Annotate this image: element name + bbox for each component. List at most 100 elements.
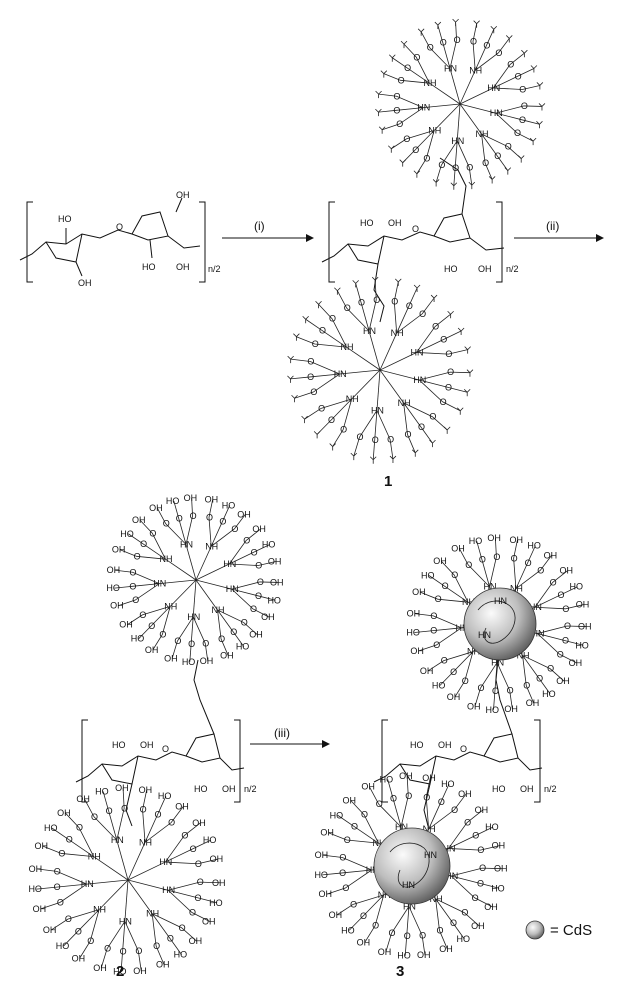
atom-oh: OH <box>478 264 492 274</box>
ester-o: O <box>438 160 445 170</box>
carbonyl-o: O <box>537 565 544 575</box>
amide-nh: NH <box>164 601 177 611</box>
atom-ho: HO <box>194 784 208 794</box>
carbonyl-o: O <box>106 806 113 816</box>
acid-oh: OH <box>29 864 43 874</box>
amide-nh: NH <box>424 78 437 88</box>
atom-o: O <box>162 744 169 754</box>
acid-oh: HO <box>441 779 455 789</box>
ester-o: O <box>419 309 426 319</box>
amide-nh: NH <box>428 125 441 135</box>
acid-oh: OH <box>270 577 284 587</box>
ester-o: O <box>387 434 394 444</box>
acid-oh: OH <box>569 658 583 668</box>
acid-oh: OH <box>133 966 147 976</box>
compound-label-2: 2 <box>116 963 124 980</box>
atom-ho: HO <box>360 218 374 228</box>
carbonyl-o: O <box>65 914 72 924</box>
atom-o: O <box>116 222 123 232</box>
acid-oh: OH <box>578 622 592 632</box>
acid-oh: OH <box>164 653 178 663</box>
ester-o: O <box>495 48 502 58</box>
atom-ho: HO <box>112 740 126 750</box>
carbonyl-o: O <box>419 930 426 940</box>
ester-o: O <box>344 303 351 313</box>
acid-oh: OH <box>107 565 121 575</box>
amide-nh: NH <box>93 905 106 915</box>
carbonyl-o: O <box>257 577 264 587</box>
carbonyl-o: O <box>465 560 472 570</box>
ester-o: O <box>483 41 490 51</box>
amide-nh: HN <box>403 901 416 911</box>
carbonyl-o: O <box>76 823 83 833</box>
acid-oh: HO <box>570 582 584 592</box>
carbonyl-o: O <box>219 517 226 527</box>
acid-oh: OH <box>110 601 124 611</box>
ester-o: O <box>373 295 380 305</box>
carbonyl-o: O <box>536 673 543 683</box>
acid-oh: OH <box>471 921 485 931</box>
carbonyl-o: O <box>153 941 160 951</box>
carbonyl-o: O <box>134 551 141 561</box>
compound-label-1: 1 <box>384 473 392 490</box>
acid-oh: OH <box>145 645 159 655</box>
amide-nh: HN <box>81 879 94 889</box>
amide-nh: HN <box>491 658 504 668</box>
carbonyl-o: O <box>54 882 61 892</box>
carbonyl-o: O <box>441 656 448 666</box>
amide-nh: HN <box>153 579 166 589</box>
acid-oh: OH <box>357 938 371 948</box>
acid-oh: OH <box>175 801 189 811</box>
acid-oh: OH <box>268 556 282 566</box>
carbonyl-o: O <box>339 868 346 878</box>
ester-o: O <box>470 36 477 46</box>
amide-nh: HN <box>363 326 376 336</box>
carbonyl-o: O <box>140 805 147 815</box>
ester-o: O <box>521 101 528 111</box>
ester-o: O <box>405 430 412 440</box>
acid-oh: HO <box>174 950 188 960</box>
carbonyl-o: O <box>202 638 209 648</box>
atom-o: O <box>460 744 467 754</box>
ester-o: O <box>482 158 489 168</box>
ester-o: O <box>427 43 434 53</box>
acid-oh: OH <box>57 808 70 818</box>
amide-nh: HN <box>444 63 457 73</box>
carbonyl-o: O <box>54 866 61 876</box>
ester-o: O <box>391 296 398 306</box>
carbonyl-o: O <box>57 898 64 908</box>
ester-o: O <box>519 85 526 95</box>
carbonyl-o: O <box>148 621 155 631</box>
acid-oh: OH <box>526 698 540 708</box>
acid-oh: OH <box>220 650 234 660</box>
ester-o: O <box>357 432 364 442</box>
atom-oh: OH <box>78 278 92 288</box>
carbonyl-o: O <box>121 803 128 813</box>
acid-oh: OH <box>422 773 436 783</box>
carbonyl-o: O <box>462 676 469 686</box>
ester-o: O <box>432 322 439 332</box>
atom-oh: OH <box>176 262 190 272</box>
reaction-arrow-ii: (ii) <box>514 219 604 242</box>
acid-oh: HO <box>182 657 196 667</box>
acid-oh: HO <box>456 934 470 944</box>
carbonyl-o: O <box>168 818 175 828</box>
dendron-acid-bottom: HNOHOHOOOHONHOHOHOOOHOHNOHOHOOOHONHOHOHO… <box>28 783 225 977</box>
compound-2: HO OH O HO OH n/2 HNOHOHOOOHONHOHOHOOOHO… <box>28 493 283 980</box>
atom-oh: OH <box>438 740 452 750</box>
acid-oh: OH <box>35 841 49 851</box>
acid-oh: OH <box>412 587 426 597</box>
acid-oh: OH <box>115 783 129 793</box>
ester-o: O <box>413 52 420 62</box>
chain-in-sphere <box>389 842 430 888</box>
carbonyl-o: O <box>155 810 162 820</box>
acid-oh: OH <box>319 889 333 899</box>
atom-o: O <box>412 224 419 234</box>
acid-oh: OH <box>492 841 506 851</box>
carbonyl-o: O <box>241 618 248 628</box>
chain-in-sphere <box>477 600 516 644</box>
ester-o: O <box>429 412 436 422</box>
acid-oh: HO <box>262 539 276 549</box>
amide-nh: HN <box>180 539 193 549</box>
acid-oh: OH <box>458 789 472 799</box>
